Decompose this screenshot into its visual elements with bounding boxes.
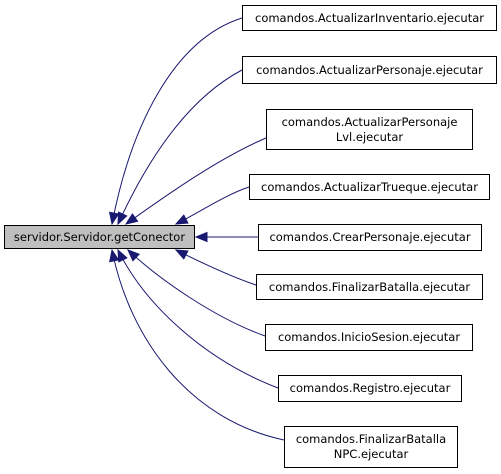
call-edge xyxy=(175,249,257,286)
caller-node-label: comandos.InicioSesion.ejecutar xyxy=(277,330,461,344)
caller-node-label: comandos.ActualizarPersonaje xyxy=(281,114,458,129)
caller-node-label: comandos.FinalizarBatalla xyxy=(295,432,447,446)
caller-node[interactable]: comandos.ActualizarPersonaje.ejecutar xyxy=(242,56,497,84)
caller-node[interactable]: comandos.ActualizarTrueque.ejecutar xyxy=(249,174,490,200)
caller-node[interactable]: comandos.FinalizarBatalla.ejecutar xyxy=(256,274,483,300)
arrowhead-icon xyxy=(108,211,120,226)
caller-node[interactable]: comandos.Registro.ejecutar xyxy=(278,375,462,402)
arrowhead-icon xyxy=(174,214,189,225)
caller-node-label: Lvl.ejecutar xyxy=(335,129,404,144)
caller-node-label: comandos.FinalizarBatalla.ejecutar xyxy=(268,279,471,294)
call-edge xyxy=(117,69,243,225)
arrowhead-icon xyxy=(109,248,120,263)
caller-node[interactable]: comandos.CrearPersonaje.ejecutar xyxy=(258,224,482,251)
caller-node[interactable]: comandos.InicioSesion.ejecutar xyxy=(265,324,473,351)
arrowhead-icon xyxy=(117,211,128,226)
root-node[interactable]: servidor.Servidor.getConector xyxy=(4,225,195,249)
caller-node[interactable]: comandos.FinalizarBatalla NPC.ejecutar xyxy=(284,426,458,468)
caller-node-label: comandos.CrearPersonaje.ejecutar xyxy=(269,230,471,244)
call-edge xyxy=(117,249,279,389)
arrowhead-icon xyxy=(117,248,128,263)
caller-node-label: NPC.ejecutar xyxy=(333,447,409,461)
call-edge xyxy=(125,137,267,225)
arrowhead-icon xyxy=(124,213,139,225)
root-node-label: servidor.Servidor.getConector xyxy=(13,229,186,244)
caller-node-label: comandos.Registro.ejecutar xyxy=(289,381,451,395)
arrowhead-icon xyxy=(174,249,189,260)
caller-node-label: comandos.ActualizarTrueque.ejecutar xyxy=(261,179,478,194)
caller-node-label: comandos.ActualizarPersonaje.ejecutar xyxy=(256,62,483,77)
caller-node-label: comandos.ActualizarInventario.ejecutar xyxy=(255,10,484,25)
caller-node[interactable]: comandos.ActualizarInventario.ejecutar xyxy=(242,5,497,31)
caller-node[interactable]: comandos.ActualizarPersonaje Lvl.ejecuta… xyxy=(266,109,473,150)
arrowhead-icon xyxy=(194,231,208,243)
arrowhead-icon xyxy=(127,249,140,262)
call-edge xyxy=(175,186,250,225)
call-edge xyxy=(111,17,243,225)
call-edge xyxy=(111,249,285,441)
call-edge xyxy=(127,249,266,337)
